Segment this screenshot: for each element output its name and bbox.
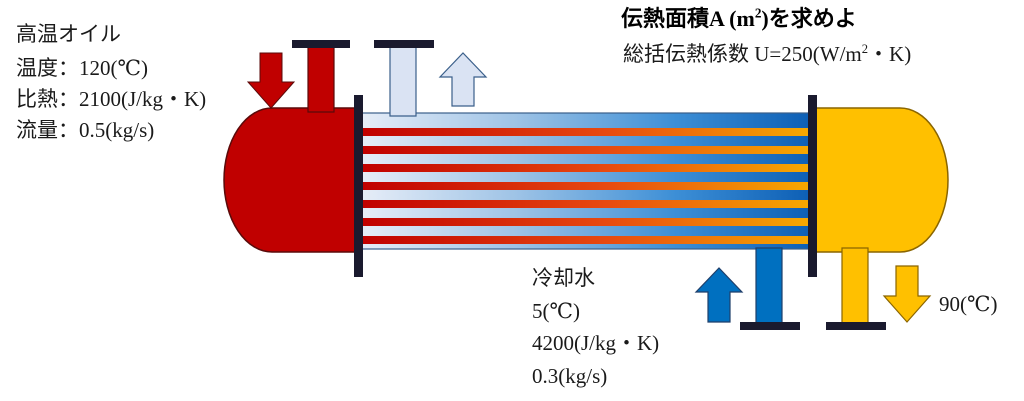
water-outlet-nozzle: [389, 45, 417, 117]
oil-inlet-flange: [292, 40, 350, 48]
task-title-sup: 2: [754, 5, 762, 21]
water-name: 冷却水: [532, 266, 595, 290]
task-sub-sup: 2: [861, 42, 869, 56]
tube: [362, 146, 808, 154]
oil-temperature: 温度：120(℃): [16, 56, 148, 80]
oil-flow-rate: 流量：0.5(kg/s): [16, 118, 155, 142]
tube: [362, 200, 808, 208]
oil-outlet-nozzle: [841, 247, 869, 325]
hot-oil-head: [223, 107, 359, 253]
task-title-suffix: )を求めよ: [761, 6, 857, 31]
tube: [362, 182, 808, 190]
task-sub-suffix: ・K): [868, 42, 912, 66]
water-flow-rate: 0.3(kg/s): [532, 364, 608, 388]
oil-outlet-flange: [826, 322, 886, 330]
left-tube-sheet: [354, 95, 363, 277]
water-specific-heat: 4200(J/kg・K): [532, 331, 660, 355]
water-inlet-nozzle: [755, 247, 783, 325]
water-temperature: 5(℃): [532, 299, 580, 323]
oil-outlet-temperature: 90(℃): [939, 292, 998, 316]
tube: [362, 218, 808, 226]
task-sub-prefix: 総括伝熱係数 U=250(W/m: [623, 42, 862, 66]
task-title: 伝熱面積A (m2)を求めよ: [621, 5, 857, 31]
tube: [362, 236, 808, 244]
water-inlet-flange: [740, 322, 800, 330]
cool-oil-head: [813, 107, 949, 253]
oil-name: 高温オイル: [16, 22, 121, 46]
arrow-up-icon: [438, 52, 488, 107]
overall-heat-transfer-coefficient: 総括伝熱係数 U=250(W/m2・K): [623, 42, 912, 66]
oil-inlet-nozzle: [307, 45, 335, 113]
tube: [362, 128, 808, 136]
water-outlet-flange: [374, 40, 434, 48]
right-tube-sheet: [808, 95, 817, 277]
task-title-prefix: 伝熱面積A (m: [621, 6, 755, 31]
oil-specific-heat: 比熱：2100(J/kg・K): [16, 87, 207, 111]
arrow-up-icon: [694, 267, 744, 323]
arrow-down-icon: [246, 52, 296, 109]
arrow-down-icon: [882, 265, 932, 323]
tube: [362, 164, 808, 172]
tube-bundle: [362, 128, 808, 244]
